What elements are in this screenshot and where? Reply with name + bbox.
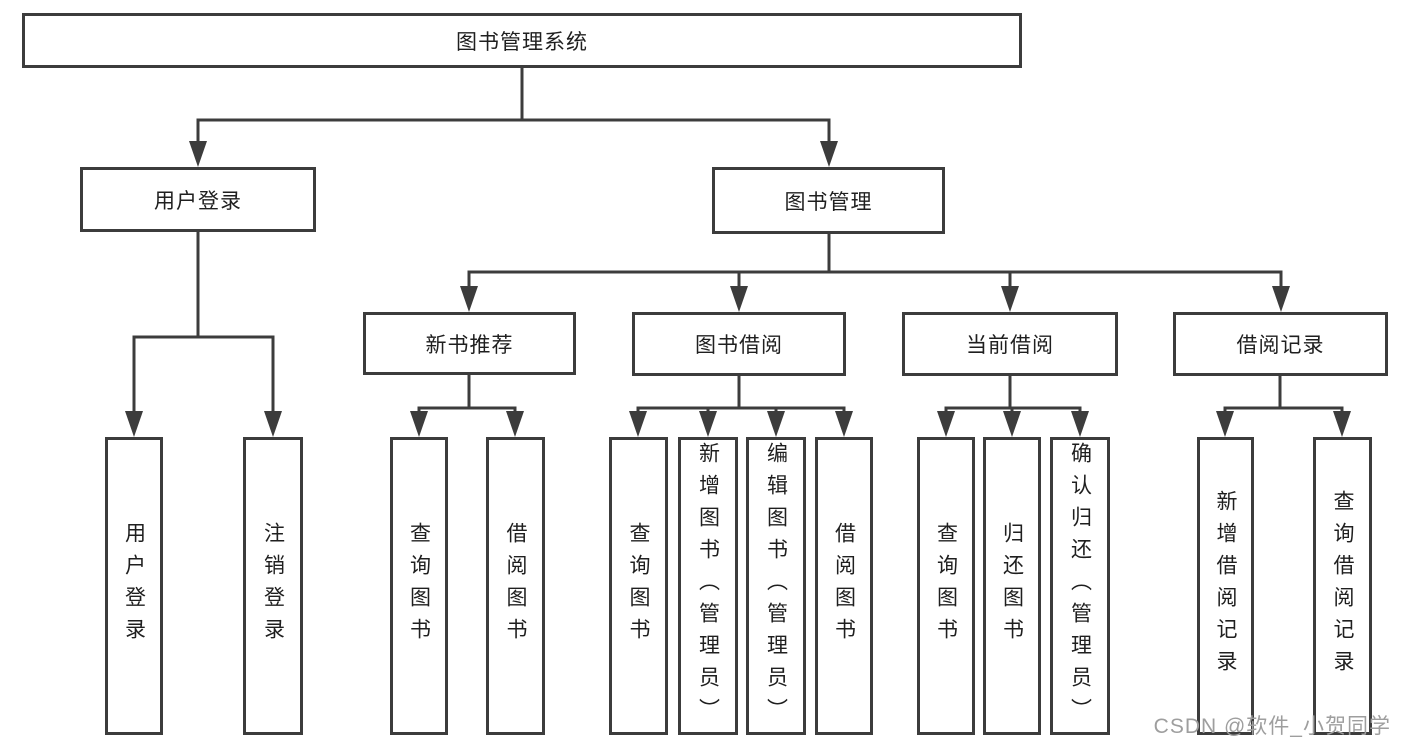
leaf-current-return-books: 归还图书: [983, 437, 1041, 735]
leaf-user-login-label: 用户登录: [122, 522, 146, 650]
leaf-borrowing-query-books-label: 查询图书: [627, 522, 650, 650]
node-book-management-system: 图书管理系统: [22, 13, 1022, 68]
leaf-current-query-books: 查询图书: [917, 437, 975, 735]
leaf-borrowing-edit-books-admin: 编辑图书（管理员）: [746, 437, 806, 735]
leaf-borrowing-add-books-admin: 新增图书（管理员）: [678, 437, 738, 735]
leaf-logout: 注销登录: [243, 437, 303, 735]
connector-user-login-to-leaves: [125, 232, 282, 437]
leaf-recommend-borrow-books: 借阅图书: [486, 437, 545, 735]
leaf-borrowing-add-books-admin-label: 新增图书（管理员）: [696, 442, 720, 730]
csdn-watermark: CSDN @软件_小贺同学: [1153, 715, 1391, 738]
node-current-borrowing: 当前借阅: [902, 312, 1118, 376]
connector-root-to-level2: [189, 68, 838, 167]
node-user-login: 用户登录: [80, 167, 316, 232]
leaf-current-return-books-label: 归还图书: [1000, 522, 1024, 650]
leaf-current-confirm-return-admin: 确认归还（管理员）: [1050, 437, 1110, 735]
connector-book-management-to-level3: [460, 234, 1290, 312]
leaf-records-add-record-label: 新增借阅记录: [1214, 490, 1237, 682]
leaf-recommend-query-books: 查询图书: [390, 437, 448, 735]
leaf-current-query-books-label: 查询图书: [934, 522, 958, 650]
leaf-recommend-query-books-label: 查询图书: [407, 522, 431, 650]
node-book-management: 图书管理: [712, 167, 945, 234]
connector-book-borrowing-to-leaves: [629, 376, 853, 437]
leaf-current-confirm-return-admin-label: 确认归还（管理员）: [1068, 442, 1092, 730]
leaf-records-query-record: 查询借阅记录: [1313, 437, 1372, 735]
leaf-borrowing-borrow-books-label: 借阅图书: [832, 522, 856, 650]
connector-current-borrowing-to-leaves: [937, 376, 1089, 437]
connector-new-book-recommend-to-leaves: [410, 375, 524, 437]
leaf-logout-label: 注销登录: [261, 522, 285, 650]
connector-borrowing-records-to-leaves: [1216, 376, 1351, 437]
leaf-records-add-record: 新增借阅记录: [1197, 437, 1254, 735]
node-borrowing-records: 借阅记录: [1173, 312, 1388, 376]
leaf-borrowing-borrow-books: 借阅图书: [815, 437, 873, 735]
leaf-user-login: 用户登录: [105, 437, 163, 735]
leaf-recommend-borrow-books-label: 借阅图书: [504, 522, 527, 650]
node-new-book-recommend: 新书推荐: [363, 312, 576, 375]
leaf-borrowing-edit-books-admin-label: 编辑图书（管理员）: [764, 442, 788, 730]
leaf-records-query-record-label: 查询借阅记录: [1331, 490, 1354, 682]
leaf-borrowing-query-books: 查询图书: [609, 437, 668, 735]
node-book-borrowing: 图书借阅: [632, 312, 846, 376]
